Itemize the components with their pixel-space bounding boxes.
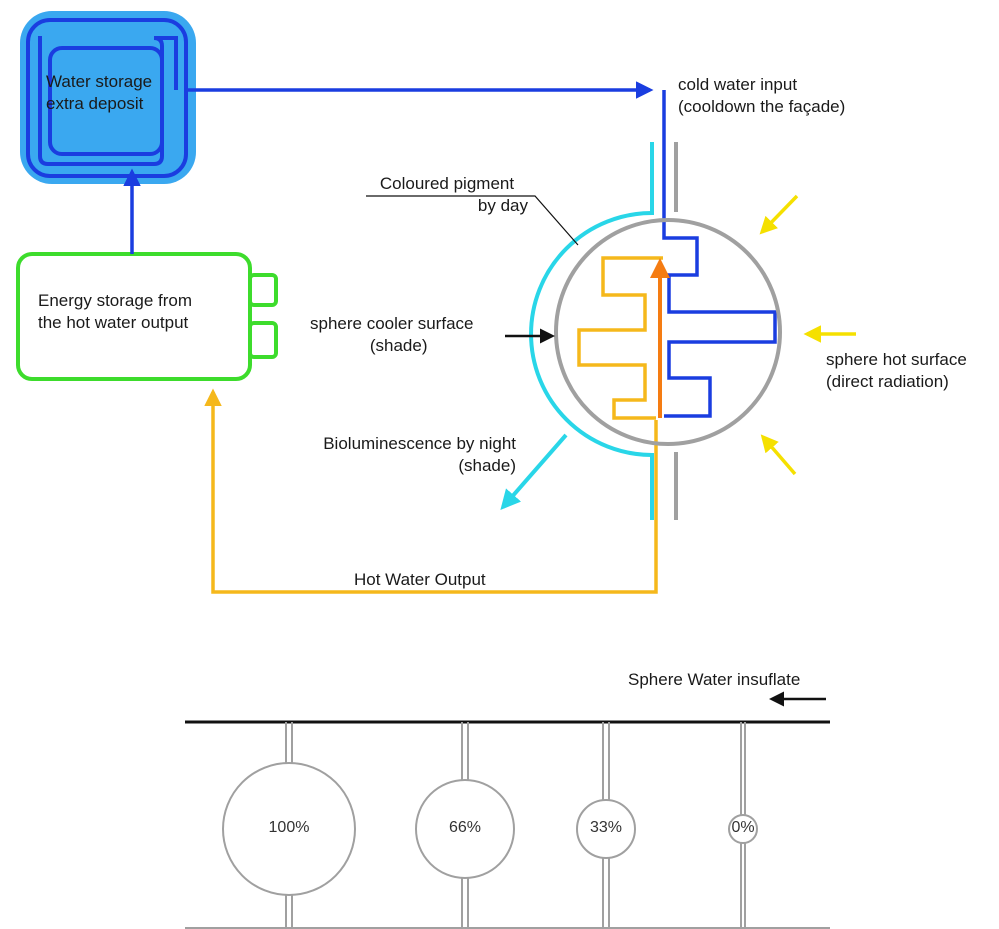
hot-water-output-label: Hot Water Output: [354, 570, 486, 589]
cold-water-input-label: cold water input (cooldown the façade): [678, 75, 846, 116]
inflation-sphere-3: [728, 814, 758, 844]
sphere-water-insuflate-label: Sphere Water insuflate: [628, 670, 801, 689]
sun-arrow-bottom: [760, 434, 797, 476]
pigment-leader-line: [366, 195, 579, 246]
water-storage-coil-inner: [38, 36, 178, 166]
coloured-pigment-arc: [529, 211, 653, 457]
inflation-label-33: 33%: [589, 819, 623, 836]
energy-storage-box: [16, 252, 252, 381]
water-storage-box: [20, 11, 196, 184]
cold-water-pipe-down: [662, 90, 777, 418]
coloured-pigment-label: Coloured pigment by day: [379, 174, 528, 215]
water-storage-label: Water storage extra deposit: [46, 72, 153, 113]
energy-storage-label: Energy storage from the hot water output: [38, 291, 193, 332]
inflation-label-66: 66%: [448, 819, 482, 836]
cooler-surface-label: sphere cooler surface (shade): [310, 314, 474, 355]
water-storage-coil-outer: [26, 18, 188, 178]
bioluminescence-arrow: [500, 433, 568, 511]
hot-water-output-pipe: [204, 388, 658, 594]
inflation-sphere-0: [222, 762, 356, 896]
inflation-sphere-1: [415, 779, 515, 879]
hot-surface-label: sphere hot surface (direct radiation): [826, 350, 967, 391]
sphere: [554, 218, 782, 446]
bioluminescence-label: Bioluminescence by night (shade): [323, 434, 516, 475]
hot-water-coil: [577, 256, 663, 420]
inflation-label-100: 100%: [268, 819, 310, 836]
inflation-label-0: 0%: [731, 819, 755, 836]
inflation-sphere-2: [576, 799, 636, 859]
sun-arrow-top: [759, 194, 799, 235]
inflation-spheres: [222, 722, 758, 928]
